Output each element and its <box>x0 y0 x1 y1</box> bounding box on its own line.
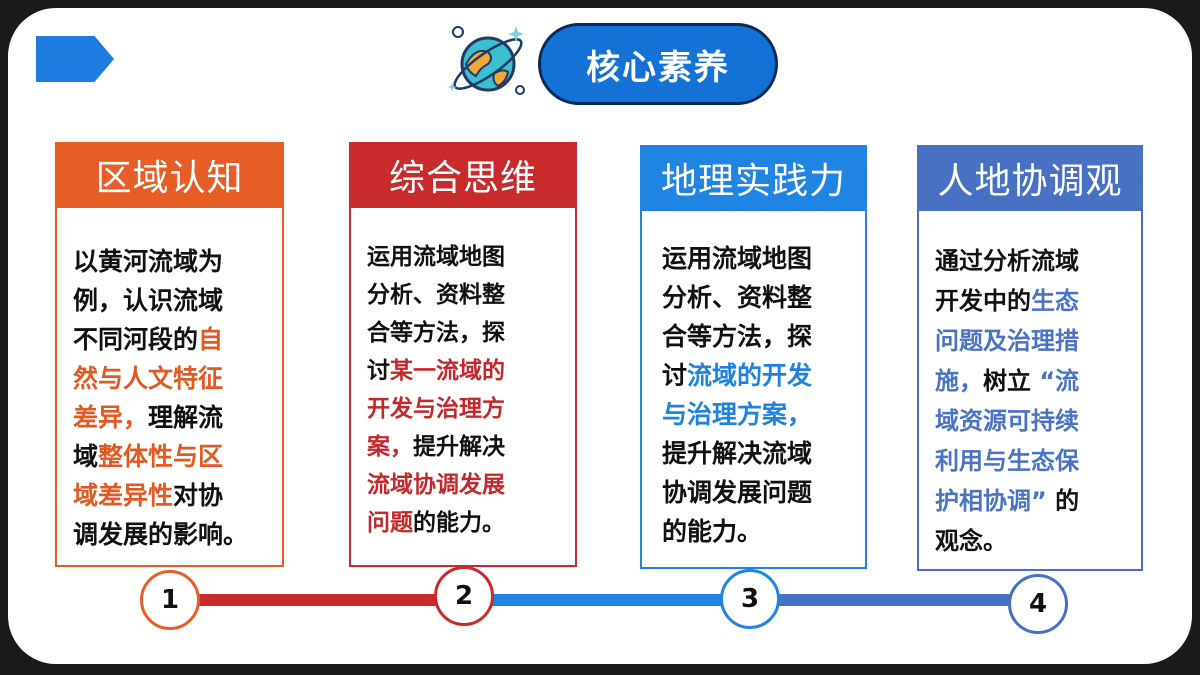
card-text-line: 合等方法，探 <box>662 317 812 356</box>
timeline-node-3: 3 <box>720 569 780 629</box>
card-text-line: 分析、资料整 <box>367 276 505 314</box>
body-text: 提升解决 <box>413 434 505 460</box>
body-text: 通过分析流域 <box>935 247 1079 275</box>
body-text: 协调发展问题 <box>662 478 813 507</box>
body-text: 开发中的 <box>935 287 1031 315</box>
highlight-text: 流域的开发 <box>687 361 813 390</box>
card-text-line: 与治理方案， <box>662 395 812 434</box>
globe-icon <box>444 18 530 104</box>
card-body-human-earth-harmony: 通过分析流域开发中的生态问题及治理措施，树立 “流域资源可持续利用与生态保护相协… <box>917 211 1143 571</box>
card-text-line: 讨某一流域的 <box>367 352 505 390</box>
highlight-text: 自 <box>198 325 224 354</box>
card-text-line: 案，提升解决 <box>367 428 505 466</box>
corner-arrow-decoration <box>36 36 114 82</box>
highlight-text: 问题及治理措 <box>935 327 1079 355</box>
highlight-text: 施， <box>935 367 983 395</box>
card-text-line: 调发展的影响。 <box>73 515 248 554</box>
highlight-text: 开发与治理方 <box>367 396 505 422</box>
card-text-line: 通过分析流域 <box>935 241 1079 281</box>
card-text: 以黄河流域为例，认识流域不同河段的自然与人文特征差异，理解流域整体性与区域差异性… <box>73 242 248 554</box>
body-text: 运用流域地图 <box>662 244 813 273</box>
highlight-text: 与治理方案， <box>662 400 813 429</box>
card-text-line: 域资源可持续 <box>935 401 1079 441</box>
card-heading-regional-cognition: 区域认知 <box>55 142 284 219</box>
highlight-text: 利用与生态保 <box>935 447 1079 475</box>
card-text-line: 的能力。 <box>662 512 812 551</box>
timeline-segment-1 <box>198 594 448 606</box>
highlight-text: 问题 <box>367 510 413 536</box>
timeline-node-2: 2 <box>434 566 494 626</box>
highlight-text: 某一流域的 <box>390 358 505 384</box>
card-heading-integrated-thinking: 综合思维 <box>349 142 577 219</box>
card-text-line: 观念。 <box>935 521 1079 561</box>
card-text-line: 差异，理解流 <box>73 398 248 437</box>
card-text-line: 协调发展问题 <box>662 473 812 512</box>
card-heading-geographic-practice: 地理实践力 <box>640 145 867 222</box>
card-text-line: 护相协调” 的 <box>935 481 1079 521</box>
body-text: 对协 <box>173 481 224 510</box>
body-text: 讨 <box>662 361 688 390</box>
timeline-node-1: 1 <box>140 570 200 630</box>
body-text: 提升解决流域 <box>662 439 813 468</box>
card-text-line: 问题及治理措 <box>935 321 1079 361</box>
timeline-node-4: 4 <box>1008 574 1068 634</box>
card-text-line: 开发与治理方 <box>367 390 505 428</box>
highlight-text: 域差异性 <box>73 481 174 510</box>
body-text: 的能力。 <box>413 510 505 536</box>
card-text-line: 问题的能力。 <box>367 504 505 542</box>
highlight-text: “流 <box>1039 367 1080 395</box>
body-text: 分析、资料整 <box>367 282 505 308</box>
timeline-segment-2 <box>492 594 732 606</box>
card-text-line: 流域协调发展 <box>367 466 505 504</box>
card-heading-human-earth-harmony: 人地协调观 <box>917 145 1143 222</box>
card-text-line: 运用流域地图 <box>367 238 505 276</box>
card-text-line: 运用流域地图 <box>662 239 812 278</box>
highlight-text: 域资源可持续 <box>935 407 1079 435</box>
body-text: 理解流 <box>148 403 224 432</box>
card-text-line: 提升解决流域 <box>662 434 812 473</box>
highlight-text: 整体性与区 <box>98 442 224 471</box>
body-text: 运用流域地图 <box>367 244 505 270</box>
card-body-geographic-practice: 运用流域地图分析、资料整合等方法，探讨流域的开发与治理方案，提升解决流域协调发展… <box>640 211 867 569</box>
card-text: 运用流域地图分析、资料整合等方法，探讨某一流域的开发与治理方案，提升解决流域协调… <box>367 238 505 542</box>
card-text-line: 不同河段的自 <box>73 320 248 359</box>
card-text-line: 以黄河流域为 <box>73 242 248 281</box>
body-text: 例，认识流域 <box>73 286 224 315</box>
card-body-integrated-thinking: 运用流域地图分析、资料整合等方法，探讨某一流域的开发与治理方案，提升解决流域协调… <box>349 208 577 567</box>
highlight-text: 生态 <box>1031 287 1079 315</box>
highlight-text: 案， <box>367 434 413 460</box>
card-text-line: 域整体性与区 <box>73 437 248 476</box>
card-text-line: 开发中的生态 <box>935 281 1079 321</box>
body-text: 合等方法，探 <box>662 322 813 351</box>
body-text: 分析、资料整 <box>662 283 813 312</box>
card-body-regional-cognition: 以黄河流域为例，认识流域不同河段的自然与人文特征差异，理解流域整体性与区域差异性… <box>55 208 284 567</box>
body-text: 观念。 <box>935 527 1007 555</box>
body-text: 以黄河流域为 <box>73 247 224 276</box>
highlight-text: 然与人文特征 <box>73 364 224 393</box>
slide: 核心素养 区域认知 以黄河流域为例，认识流域不同河段的自然与人文特征差异，理解流… <box>8 8 1192 664</box>
highlight-text: 流域协调发展 <box>367 472 505 498</box>
body-text: 不同河段的 <box>73 325 199 354</box>
card-text-line: 合等方法，探 <box>367 314 505 352</box>
card-text-line: 例，认识流域 <box>73 281 248 320</box>
card-text: 运用流域地图分析、资料整合等方法，探讨流域的开发与治理方案，提升解决流域协调发展… <box>662 239 812 551</box>
card-text: 通过分析流域开发中的生态问题及治理措施，树立 “流域资源可持续利用与生态保护相协… <box>935 241 1079 561</box>
page-title: 核心素养 <box>538 23 778 105</box>
card-text-line: 讨流域的开发 <box>662 356 812 395</box>
body-text: 树立 <box>983 367 1040 395</box>
body-text: 合等方法，探 <box>367 320 505 346</box>
card-text-line: 然与人文特征 <box>73 359 248 398</box>
highlight-text: 护相协调” <box>935 487 1047 515</box>
card-text-line: 施，树立 “流 <box>935 361 1079 401</box>
body-text: 的 <box>1046 487 1080 515</box>
body-text: 讨 <box>367 358 390 384</box>
body-text: 调发展的影响。 <box>73 520 249 549</box>
card-text-line: 分析、资料整 <box>662 278 812 317</box>
body-text: 域 <box>73 442 99 471</box>
timeline-segment-3 <box>778 594 1018 606</box>
highlight-text: 差异， <box>73 403 149 432</box>
card-text-line: 利用与生态保 <box>935 441 1079 481</box>
card-text-line: 域差异性对协 <box>73 476 248 515</box>
body-text: 的能力。 <box>662 517 763 546</box>
